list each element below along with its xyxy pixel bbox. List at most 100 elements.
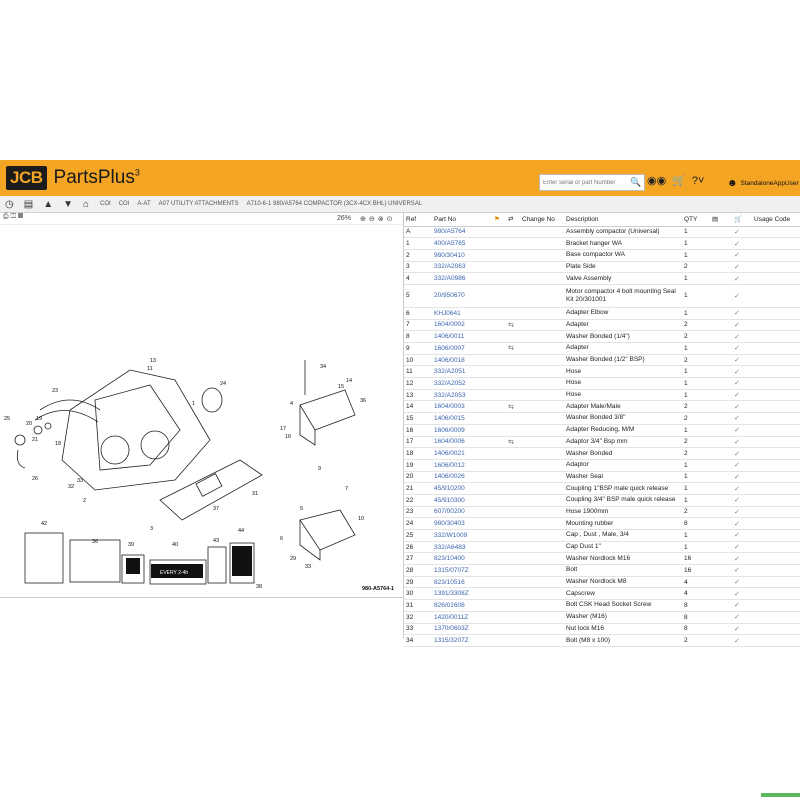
- home-icon[interactable]: ⌂: [83, 198, 90, 210]
- add-to-cart-check[interactable]: ✓: [732, 261, 752, 274]
- add-to-cart-check[interactable]: ✓: [732, 506, 752, 519]
- part-number-link[interactable]: 1391/3308Z: [432, 587, 492, 601]
- panel-divider[interactable]: [403, 213, 404, 638]
- col-supersede-icon[interactable]: ⇄: [506, 213, 520, 227]
- add-to-cart-check[interactable]: ✓: [732, 611, 752, 624]
- part-number-link[interactable]: 332/A0986: [432, 272, 492, 285]
- add-to-cart-check[interactable]: ✓: [732, 330, 752, 343]
- breadcrumb-item[interactable]: A07 UTILITY ATTACHMENTS: [158, 201, 239, 207]
- col-ref[interactable]: Ref: [404, 213, 432, 227]
- breadcrumb-item[interactable]: COI: [118, 201, 130, 207]
- part-number-link[interactable]: 1420/0011Z: [432, 611, 492, 624]
- part-number-link[interactable]: 1315/3207Z: [432, 634, 492, 647]
- part-number-link[interactable]: 607/00200: [432, 506, 492, 519]
- part-number-link[interactable]: 1406/0011: [432, 330, 492, 343]
- col-description[interactable]: Description: [564, 213, 682, 227]
- part-number-link[interactable]: 1370/0603Z: [432, 623, 492, 636]
- add-to-cart-check[interactable]: ✓: [732, 424, 752, 437]
- add-to-cart-check[interactable]: ✓: [732, 412, 752, 425]
- part-number-link[interactable]: 332/A2052: [432, 377, 492, 390]
- zoom-out-icon[interactable]: ⊖: [368, 216, 375, 223]
- add-to-cart-check[interactable]: ✓: [732, 389, 752, 402]
- part-number-link[interactable]: 1406/0026: [432, 471, 492, 484]
- part-number-link[interactable]: 823/10400: [432, 552, 492, 566]
- col-change-no[interactable]: Change No: [520, 213, 564, 227]
- search-icon[interactable]: 🔍: [630, 177, 642, 187]
- add-to-cart-check[interactable]: ✓: [732, 436, 752, 449]
- part-number-link[interactable]: 400/A5765: [432, 237, 492, 250]
- part-number-link[interactable]: KHJ0641: [432, 307, 492, 320]
- print-icon[interactable]: ⎙: [3, 213, 9, 220]
- add-to-cart-check[interactable]: ✓: [732, 552, 752, 566]
- user-menu[interactable]: ☻ StandaloneAppUser: [727, 178, 799, 189]
- add-to-cart-check[interactable]: ✓: [732, 482, 752, 495]
- zoom-reset-icon[interactable]: ⊙: [386, 216, 393, 223]
- add-to-cart-check[interactable]: ✓: [732, 517, 752, 530]
- part-number-link[interactable]: 1604/0003: [432, 400, 492, 414]
- part-number-link[interactable]: 332/W1009: [432, 529, 492, 542]
- add-to-cart-check[interactable]: ✓: [732, 400, 752, 414]
- breadcrumb-item[interactable]: A710-6-1 980/A5764 COMPACTOR (3CX-4CX BH…: [246, 201, 423, 207]
- breadcrumb-item[interactable]: A-AT: [137, 201, 151, 207]
- add-to-cart-check[interactable]: ✓: [732, 564, 752, 577]
- part-number-link[interactable]: 332/A2053: [432, 389, 492, 402]
- part-number-link[interactable]: 1315/0707Z: [432, 564, 492, 577]
- col-cart-icon[interactable]: 🛒: [732, 213, 752, 227]
- part-number-link[interactable]: 823/10516: [432, 576, 492, 589]
- part-number-link[interactable]: 1406/0015: [432, 412, 492, 425]
- add-to-cart-check[interactable]: ✓: [732, 634, 752, 647]
- add-to-cart-check[interactable]: ✓: [732, 623, 752, 636]
- add-to-cart-check[interactable]: ✓: [732, 459, 752, 472]
- part-number-link[interactable]: 45/910300: [432, 494, 492, 507]
- part-number-link[interactable]: 1604/0002: [432, 319, 492, 332]
- add-to-cart-check[interactable]: ✓: [732, 587, 752, 601]
- part-number-link[interactable]: 1606/0007: [432, 342, 492, 355]
- add-to-cart-check[interactable]: ✓: [732, 494, 752, 507]
- part-number-link[interactable]: 1606/0009: [432, 424, 492, 437]
- add-to-cart-check[interactable]: ✓: [732, 471, 752, 484]
- col-usage-code[interactable]: Usage Code: [752, 213, 800, 227]
- cart-icon[interactable]: 🛒: [672, 175, 686, 187]
- add-to-cart-check[interactable]: ✓: [732, 447, 752, 460]
- part-number-link[interactable]: 332/A2051: [432, 365, 492, 379]
- add-to-cart-check[interactable]: ✓: [732, 237, 752, 250]
- add-to-cart-check[interactable]: ✓: [732, 599, 752, 612]
- zoom-fit-icon[interactable]: ⊗: [377, 216, 384, 223]
- part-number-link[interactable]: 332/A6483: [432, 541, 492, 554]
- add-to-cart-check[interactable]: ✓: [732, 576, 752, 589]
- part-number-link[interactable]: 826/01608: [432, 599, 492, 612]
- part-number-link[interactable]: 332/A2063: [432, 261, 492, 274]
- add-to-cart-check[interactable]: ✓: [732, 541, 752, 554]
- col-notes-icon[interactable]: ▤: [710, 213, 732, 227]
- save-icon[interactable]: ◫: [10, 213, 16, 220]
- add-to-cart-check[interactable]: ✓: [732, 529, 752, 542]
- binoculars-icon[interactable]: ◉◉: [647, 175, 667, 187]
- help-icon[interactable]: ?˅: [691, 174, 705, 187]
- add-to-cart-check[interactable]: ✓: [732, 319, 752, 332]
- add-to-cart-check[interactable]: ✓: [732, 272, 752, 285]
- up-arrow-icon[interactable]: ▲: [43, 198, 54, 210]
- col-part-no[interactable]: Part No: [432, 213, 492, 227]
